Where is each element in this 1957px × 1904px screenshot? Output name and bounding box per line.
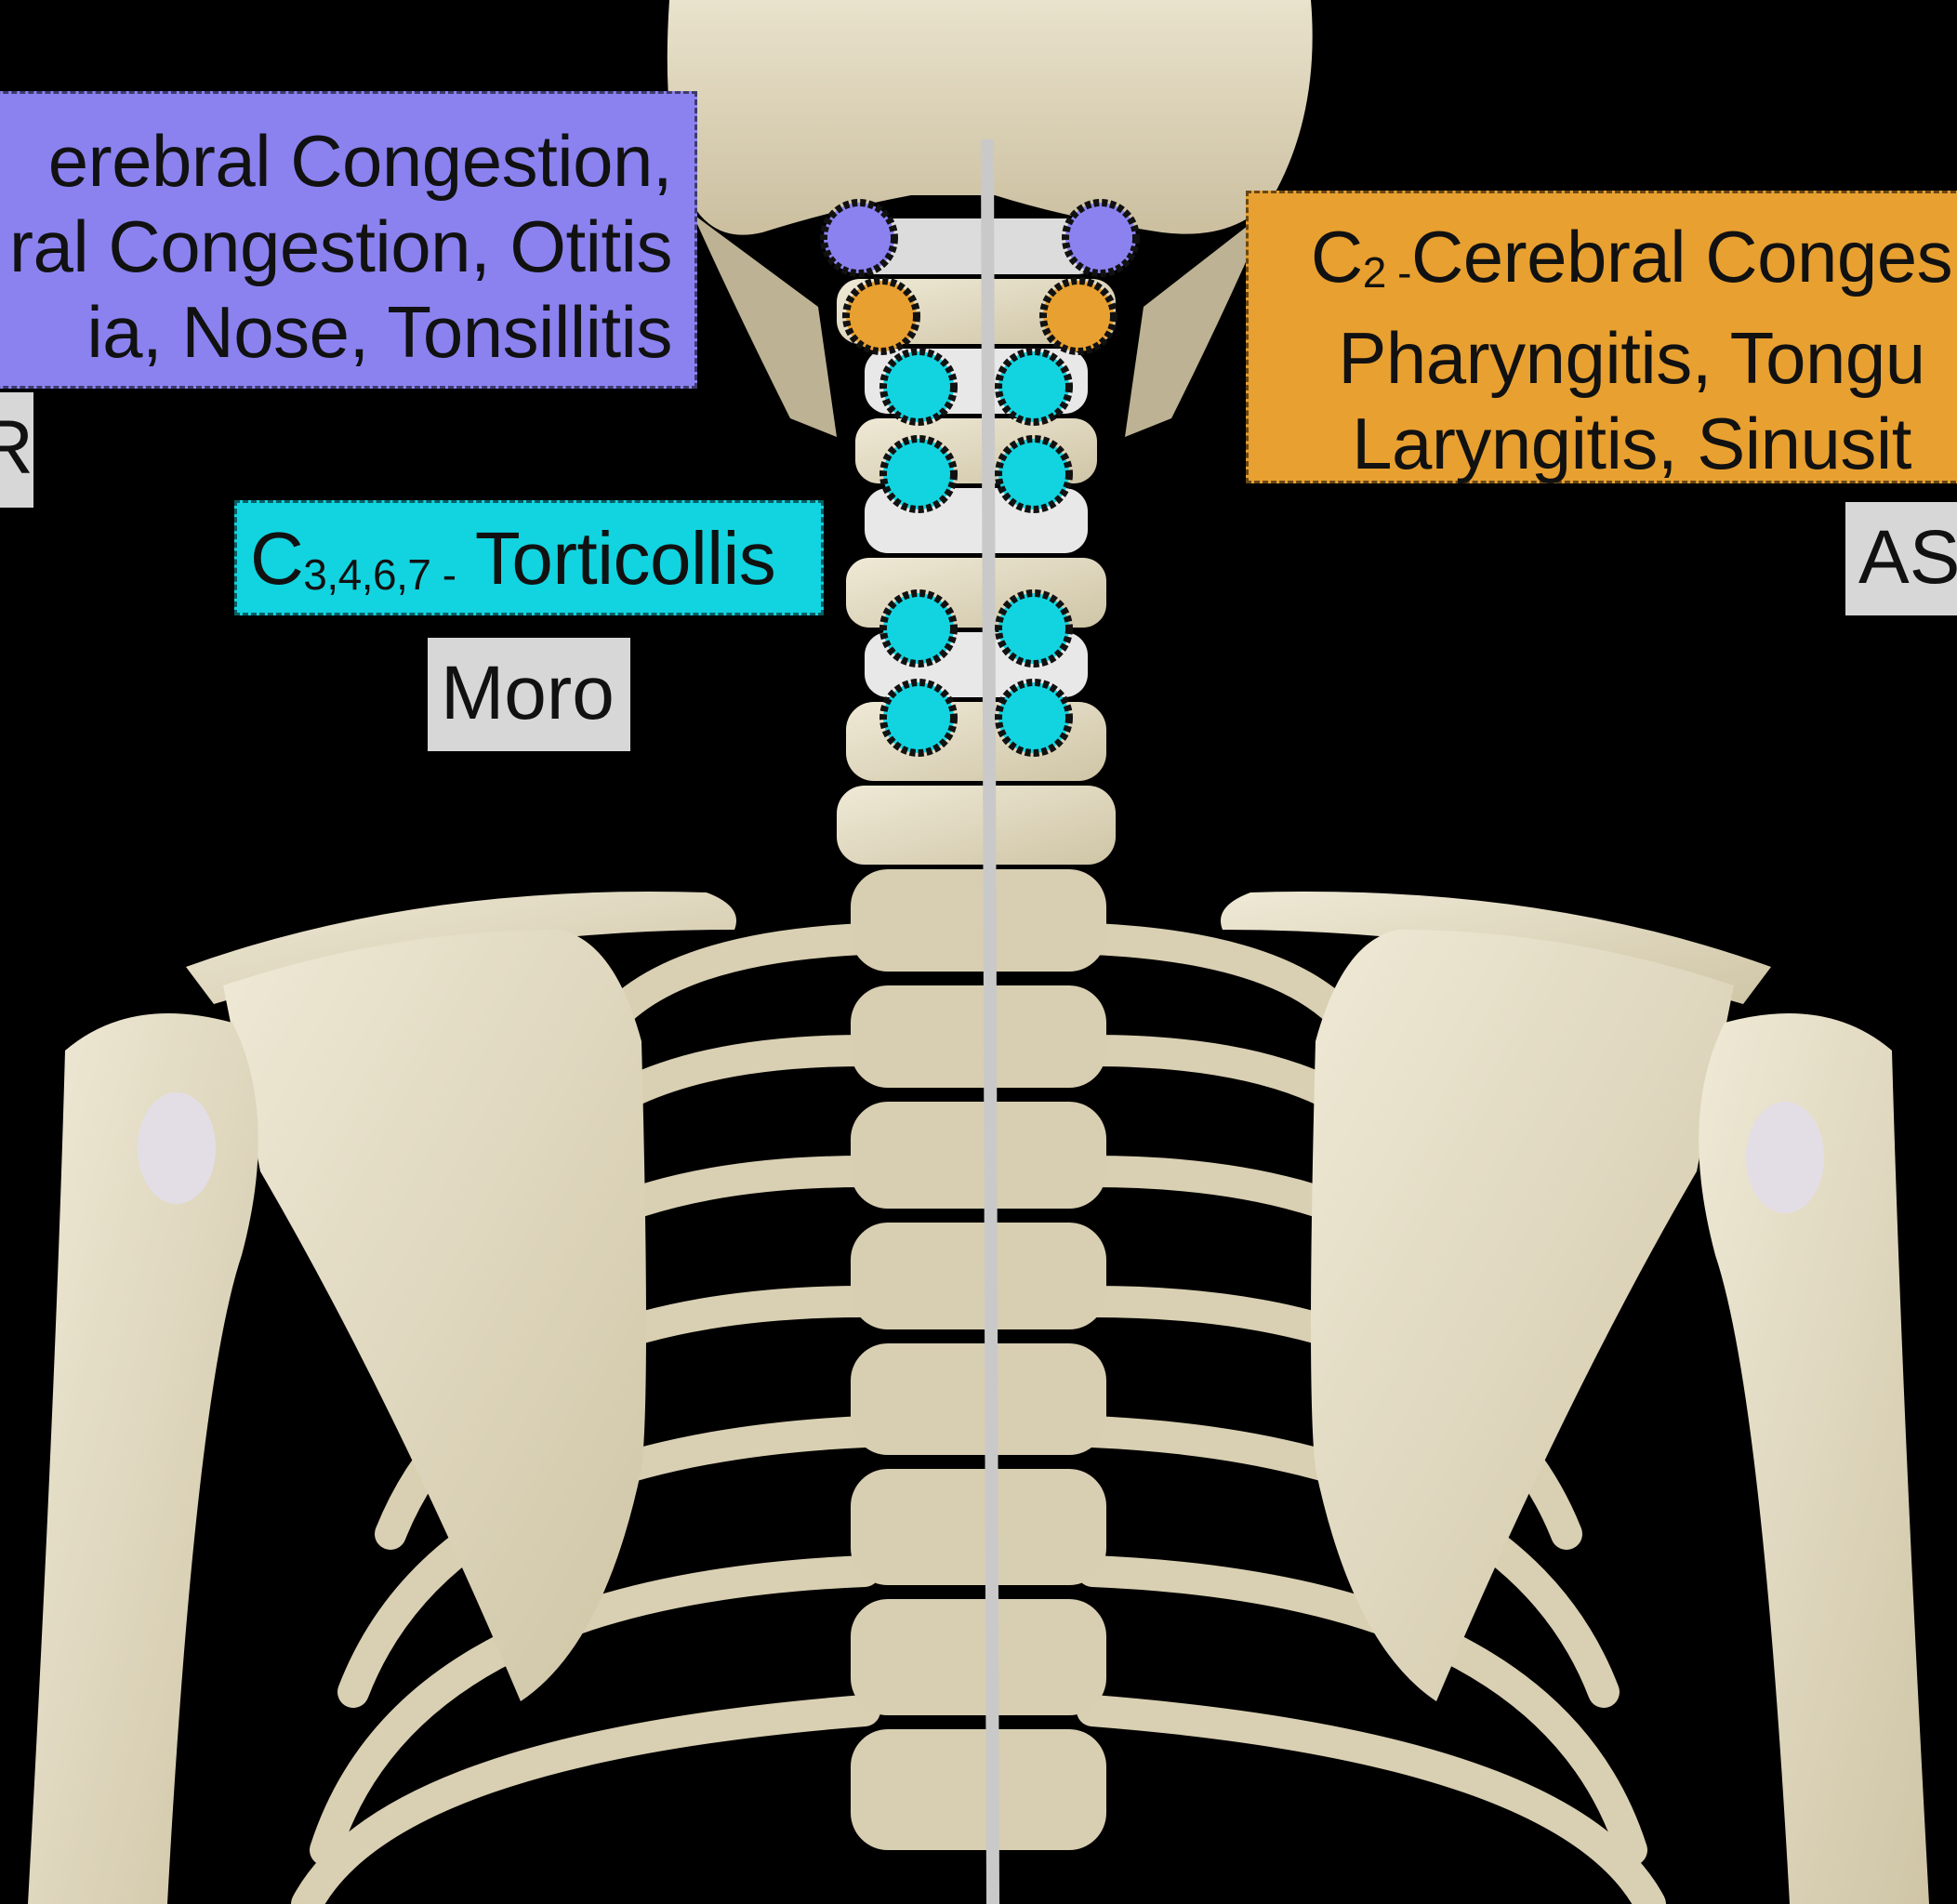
c3467-marker	[998, 682, 1069, 753]
mandible	[693, 214, 837, 437]
c1-marker	[824, 203, 894, 273]
c1-label-line: ral Congestion, Otitis	[0, 204, 672, 289]
c2-label-line: Pharyngitis, Tongu	[1276, 315, 1957, 401]
c3467-marker	[883, 593, 954, 664]
joint	[1746, 1102, 1824, 1213]
c3467-marker	[998, 351, 1069, 422]
c2-label-line: Laryngitis, Sinusit	[1276, 401, 1957, 486]
c3467-marker	[883, 439, 954, 509]
c2-reflex-badge: AS	[1845, 502, 1957, 615]
moro-reflex-label: Moro	[441, 651, 615, 735]
c2-marker	[1043, 281, 1114, 351]
c1-reflex-label: R	[0, 405, 33, 490]
c1-label-line: ia, Nose, Tonsillitis	[0, 289, 672, 375]
c1-label: erebral Congestion, ral Congestion, Otit…	[0, 91, 697, 389]
c1-reflex-badge: R	[0, 392, 33, 508]
c3467-marker	[998, 439, 1069, 509]
c2-label: C2 -Cerebral Conges Pharyngitis, Tongu L…	[1246, 191, 1957, 483]
c3467-label-subscript: 3,4,6,7 -	[303, 550, 456, 599]
c1-label-line: erebral Congestion,	[0, 118, 672, 204]
c2-label-text: Cerebral Conges	[1411, 216, 1952, 298]
c2-label-subscript: 2 -	[1363, 248, 1411, 297]
c2-label-prefix: C	[1311, 216, 1363, 298]
c2-marker	[846, 281, 917, 351]
c3467-label: C3,4,6,7 - Torticollis	[234, 500, 824, 615]
c1-marker	[1065, 203, 1136, 273]
c2-label-line: C2 -Cerebral Conges	[1276, 214, 1957, 315]
spinous-process-line	[987, 139, 993, 1904]
c3467-marker	[998, 593, 1069, 664]
joint	[138, 1092, 216, 1204]
moro-reflex-badge: Moro	[428, 638, 630, 751]
c3467-label-prefix: C	[250, 517, 303, 600]
thoracic-spine	[851, 869, 1106, 1850]
c3467-marker	[883, 351, 954, 422]
c3467-marker	[883, 682, 954, 753]
c3467-label-text: Torticollis	[456, 517, 776, 600]
c2-reflex-label: AS	[1858, 515, 1957, 600]
